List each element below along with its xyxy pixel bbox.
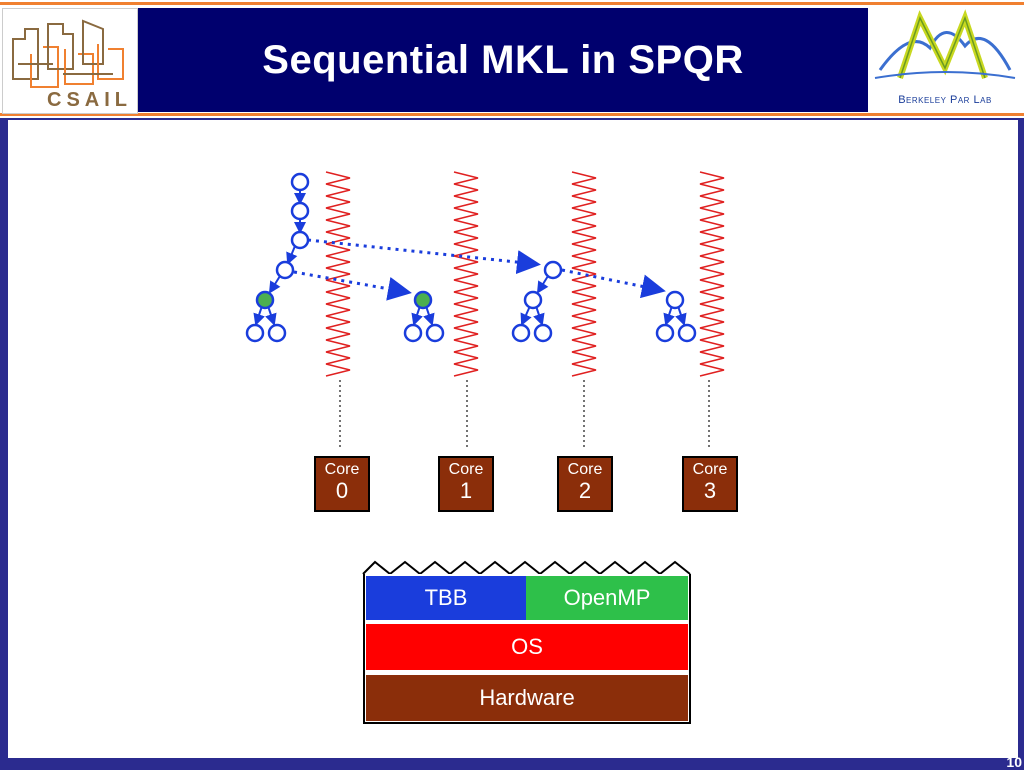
core-0-number: 0 <box>335 478 349 503</box>
header-top-rule <box>0 2 1024 5</box>
csail-logo: CSAIL <box>2 8 138 114</box>
task-node <box>543 260 563 280</box>
par-lab-logo-text: Berkeley Par Lab <box>898 94 992 106</box>
par-lab-logo-drawing <box>874 9 1016 79</box>
task-node-active <box>413 290 433 310</box>
thread-zigzag-1 <box>453 171 479 377</box>
layer-hardware: Hardware <box>366 675 688 721</box>
core-2-label: Core <box>567 461 603 478</box>
layer-tbb: TBB <box>366 576 526 620</box>
thread-zigzag-2 <box>571 171 597 377</box>
stack-torn-edge <box>362 560 691 576</box>
task-node <box>290 172 310 192</box>
layer-openmp-label: OpenMP <box>563 585 651 610</box>
core-3-label: Core <box>692 461 728 478</box>
core-2: Core 2 <box>557 456 613 512</box>
tree-edges <box>253 190 687 326</box>
core-connectors <box>339 380 710 448</box>
layer-openmp: OpenMP <box>526 576 688 620</box>
core-0: Core 0 <box>314 456 370 512</box>
task-node <box>403 323 423 343</box>
spawn-arrow-a <box>307 238 541 275</box>
task-node <box>290 201 310 221</box>
spawn-arrow-b <box>293 270 412 301</box>
task-node <box>245 323 265 343</box>
spawn-arrows <box>293 238 666 301</box>
core-3-number: 3 <box>703 478 717 503</box>
core-0-label: Core <box>324 461 360 478</box>
layer-tbb-label: TBB <box>424 585 468 610</box>
csail-logo-text: CSAIL <box>47 89 132 111</box>
core-1: Core 1 <box>438 456 494 512</box>
thread-zigzag-3 <box>699 171 725 377</box>
task-node <box>290 230 310 250</box>
spawn-arrow-c <box>561 268 666 299</box>
csail-logo-drawing <box>12 19 124 88</box>
task-node <box>267 323 287 343</box>
slide-title: Sequential MKL in SPQR <box>262 37 744 82</box>
core-1-number: 1 <box>459 478 473 503</box>
core-3: Core 3 <box>682 456 738 512</box>
layer-os-label: OS <box>511 634 543 659</box>
task-node <box>655 323 675 343</box>
task-node <box>425 323 445 343</box>
task-node <box>533 323 553 343</box>
thread-zigzags <box>325 171 725 377</box>
layer-hardware-label: Hardware <box>479 685 575 710</box>
tree-nodes <box>245 172 697 343</box>
thread-zigzag-0 <box>325 171 351 377</box>
task-node <box>523 290 543 310</box>
task-node <box>511 323 531 343</box>
core-2-number: 2 <box>578 478 592 503</box>
core-1-label: Core <box>448 461 484 478</box>
task-node-active <box>255 290 275 310</box>
task-node <box>677 323 697 343</box>
header-bottom-rule <box>0 113 1024 116</box>
task-node <box>665 290 685 310</box>
page-number: 10 <box>1006 754 1022 770</box>
layer-os: OS <box>366 624 688 670</box>
berkeley-par-lab-logo: Berkeley Par Lab <box>870 8 1020 112</box>
title-band: Sequential MKL in SPQR <box>138 8 868 112</box>
task-node <box>275 260 295 280</box>
